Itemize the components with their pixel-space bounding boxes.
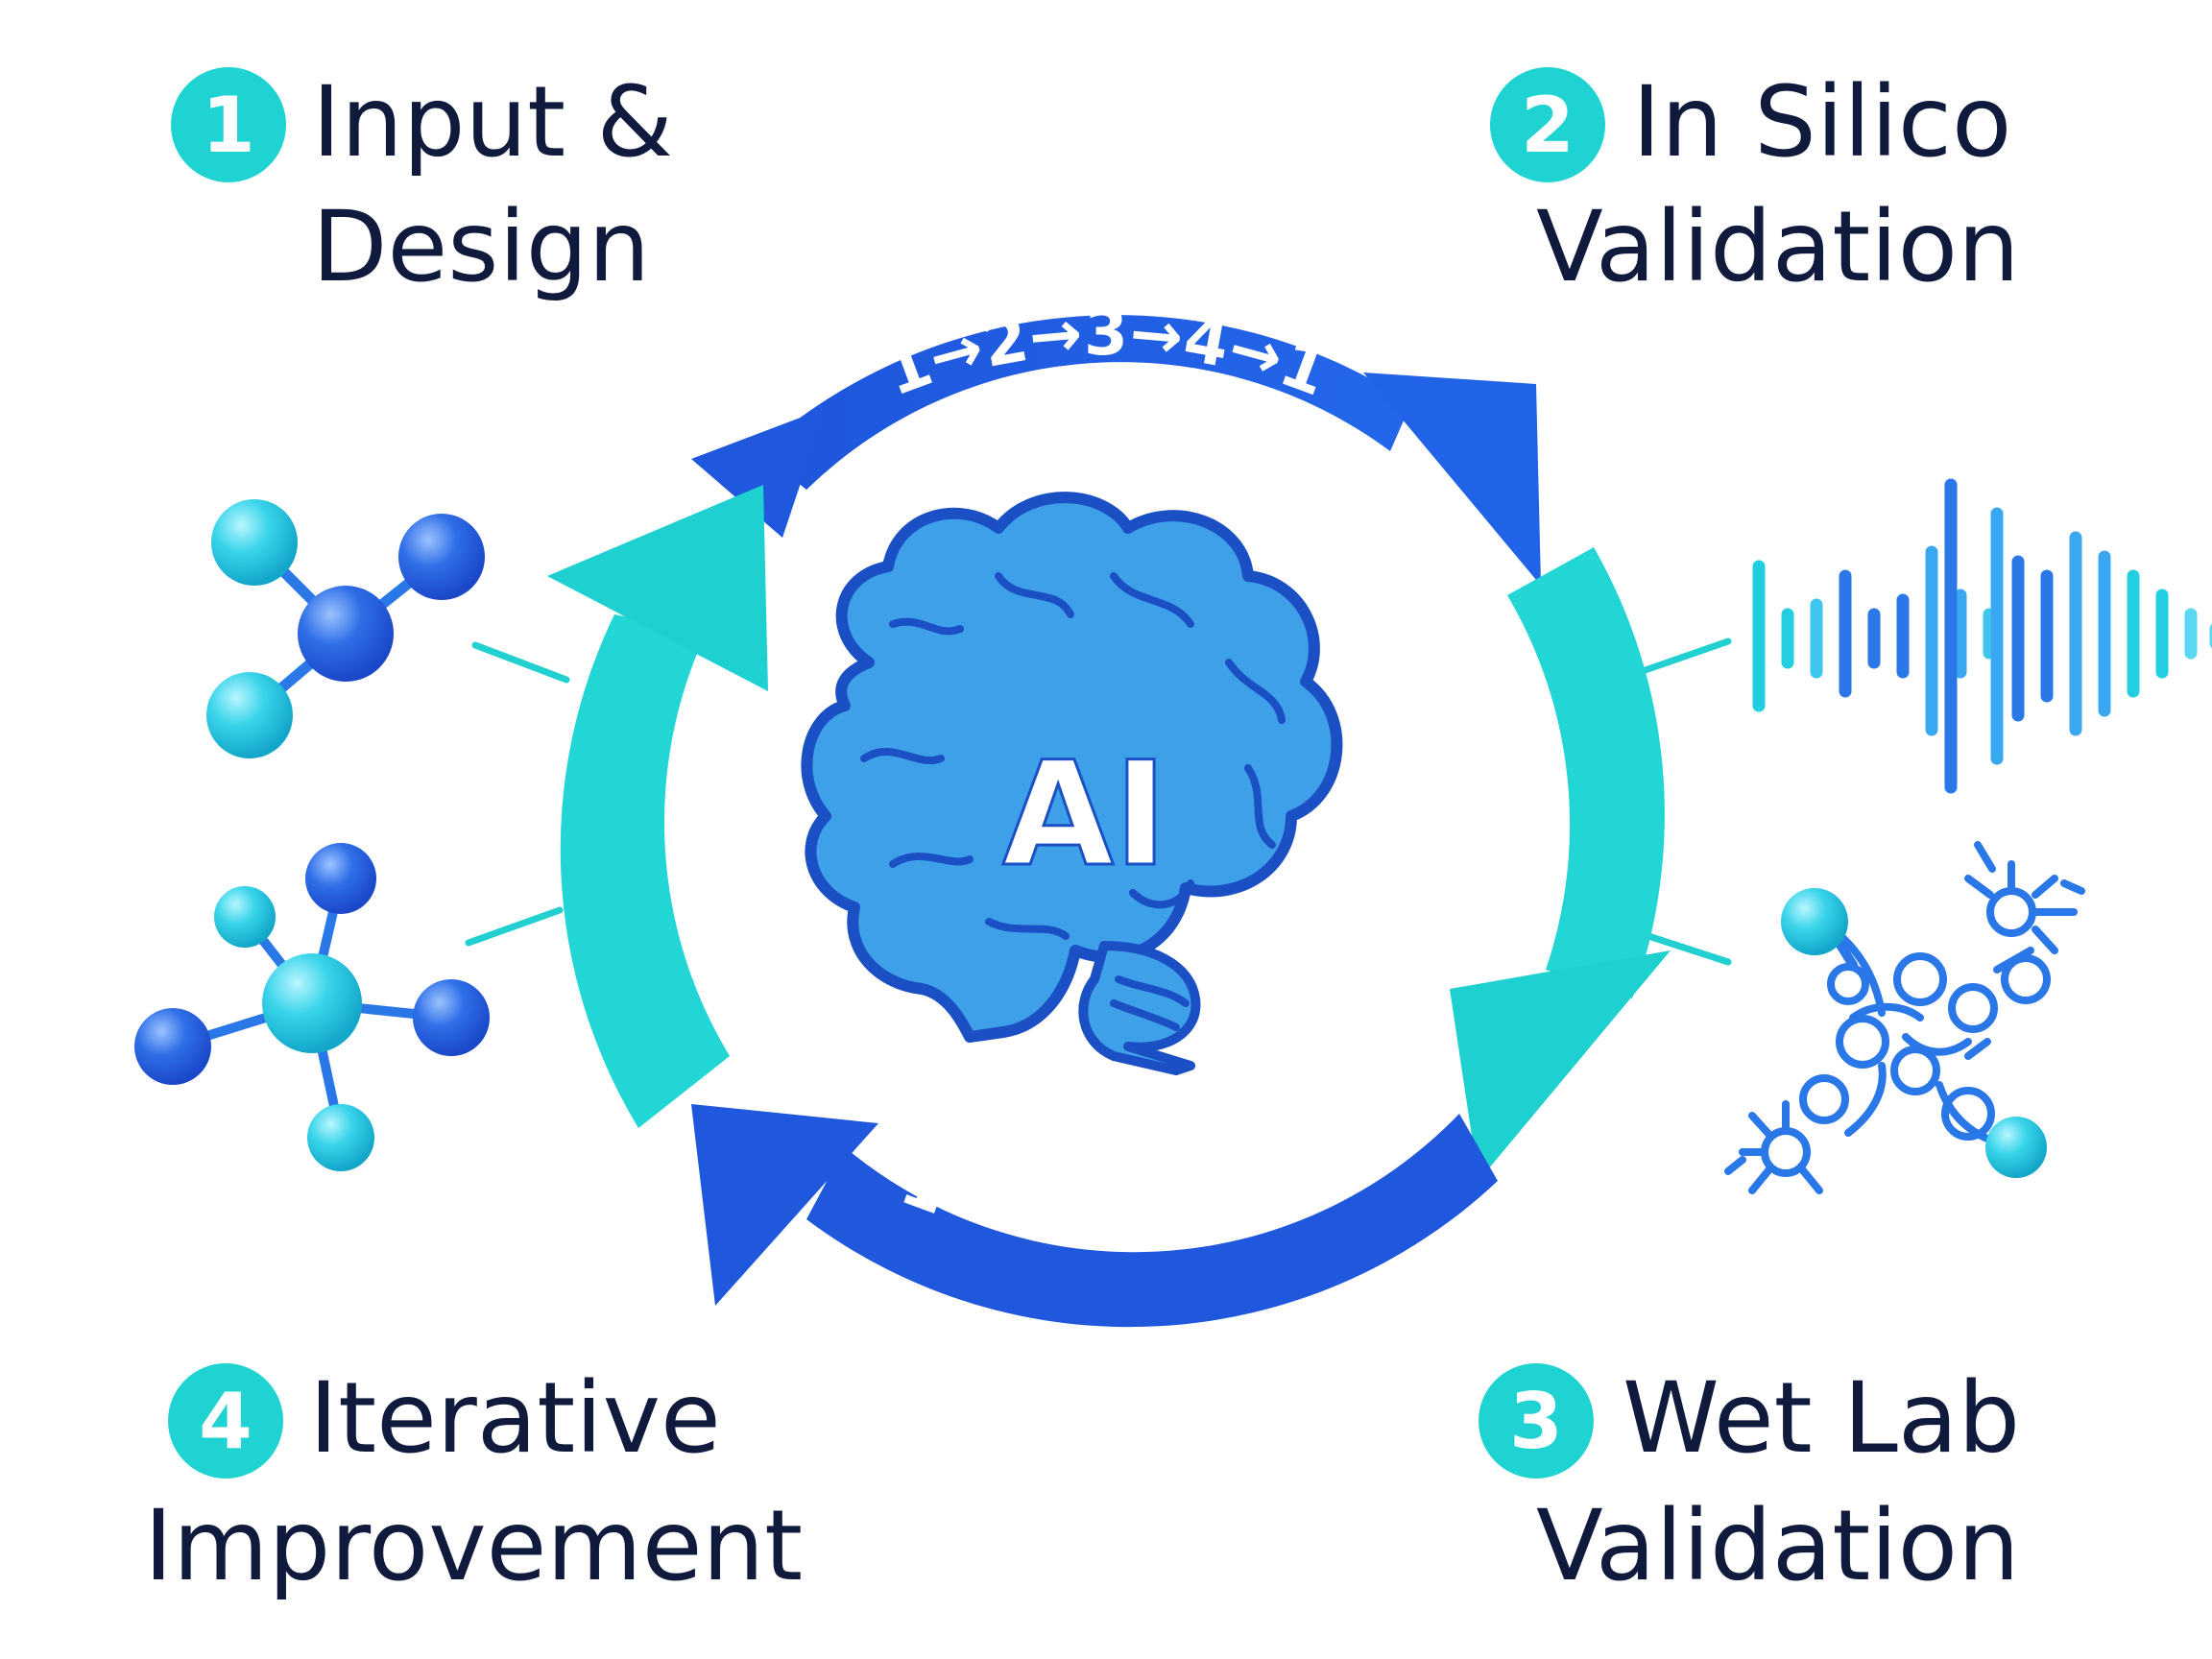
stage-4-title-line2: Improvement [144, 1489, 803, 1603]
wet-lab-molecule-icon [1724, 841, 2085, 1194]
stage-4-number: 4 [199, 1377, 252, 1466]
cycle-arrow-left-body [560, 614, 730, 1128]
stage-2-number: 2 [1521, 81, 1575, 170]
cycle-arrow-bottom-head [691, 1104, 878, 1306]
stage-3-number: 3 [1509, 1377, 1563, 1466]
stage-1-title-line1: Input & [312, 65, 673, 180]
cycle-arrow-left [547, 485, 768, 1128]
cycle-arrow-right-head [1450, 950, 1671, 1181]
connector-line-top-left [471, 641, 570, 684]
ai-brain-icon: AI [801, 492, 1343, 1075]
cycle-arrow-left-head [547, 485, 768, 691]
stage-4-badge [168, 1363, 283, 1479]
stage-3-label: 3 Wet Lab Validation [1479, 1361, 2020, 1603]
cycle-arrow-top-head [1363, 373, 1541, 586]
stage-2-label: 2 In Silico Validation [1490, 65, 2020, 304]
spectrum-bars-icon [1752, 478, 2212, 794]
stage-3-title-line1: Wet Lab [1623, 1361, 2020, 1476]
stage-1-number: 1 [202, 81, 255, 170]
stage-3-title-line2: Validation [1536, 1489, 2020, 1603]
stage-1-title-line2: Design [312, 190, 650, 304]
stage-1-badge [171, 67, 286, 182]
cycle-top-label: 1→2→3→4→1 [875, 296, 1337, 411]
cycle-arrow-top-tail [691, 408, 826, 538]
molecule-icon-top-left [206, 499, 485, 758]
stage-1-label: 1 Input & Design [171, 65, 673, 304]
stage-3-badge [1479, 1363, 1594, 1479]
stage-4-title-line1: Iterative [309, 1361, 721, 1476]
ai-label: AI [1002, 732, 1167, 899]
brain-folds [860, 572, 1286, 1031]
cycle-arrow-top-body [758, 315, 1411, 490]
cycle-arrow-right [1450, 547, 1671, 1181]
connector-line-top-right [1636, 637, 1732, 676]
stage-2-title-line2: Validation [1536, 190, 2020, 304]
stage-2-title-line1: In Silico [1632, 65, 2011, 180]
brain-stem [1078, 941, 1201, 1075]
cycle-arrow-bottom-body [806, 1114, 1498, 1328]
connector-line-bottom-right [1636, 929, 1732, 966]
cycle-arrow-right-body [1507, 547, 1665, 998]
stage-2-badge [1490, 67, 1605, 182]
connector-lines [465, 637, 1732, 966]
molecule-icon-bottom-left [134, 843, 490, 1171]
connector-line-bottom-left [465, 906, 564, 947]
stage-4-label: 4 Iterative Improvement [144, 1361, 803, 1603]
cycle-arrow-bottom: 1→2→3→4→1 [691, 1104, 1498, 1328]
